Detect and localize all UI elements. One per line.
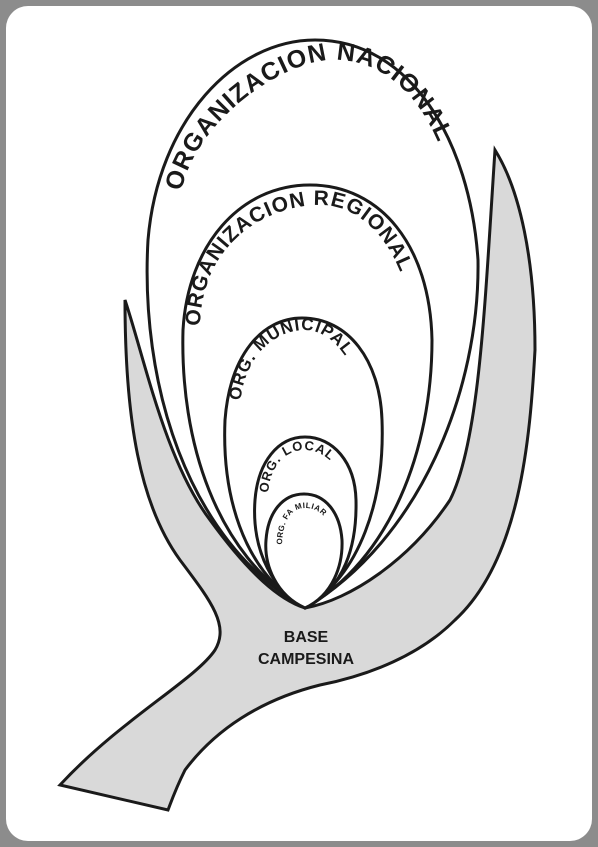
base-label-line2: CAMPESINA bbox=[258, 651, 354, 668]
base-label-line1: BASE bbox=[284, 629, 329, 646]
